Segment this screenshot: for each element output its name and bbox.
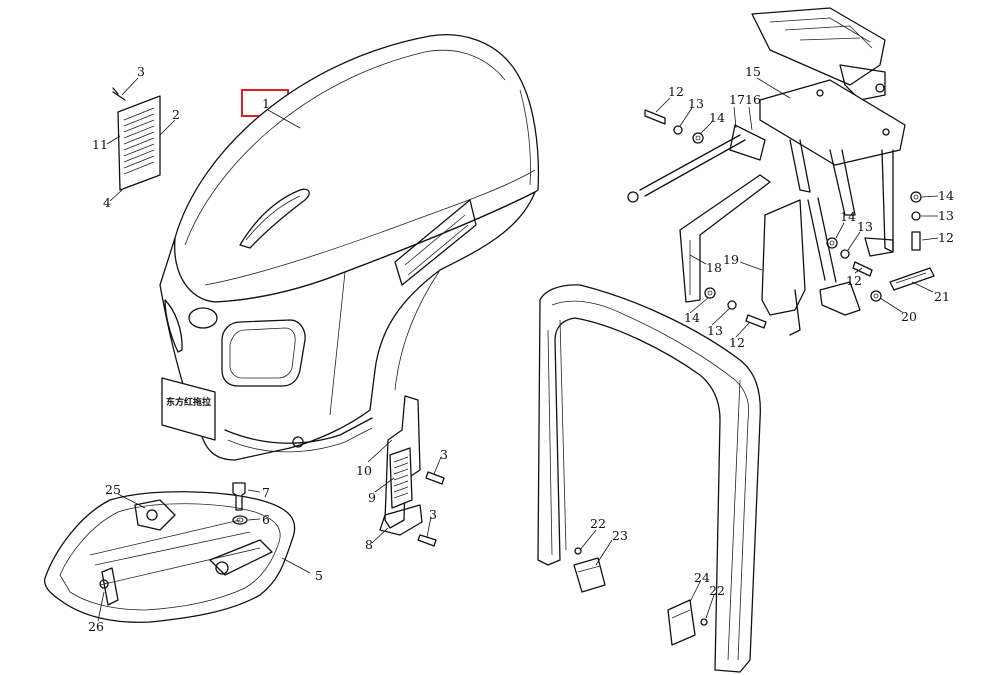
callout-3c: 3	[429, 507, 437, 522]
callout-12a: 12	[668, 84, 684, 99]
callout-16: 16	[745, 92, 761, 107]
callout-12b: 12	[938, 230, 954, 245]
callout-3b: 3	[440, 447, 448, 462]
callout-18: 18	[706, 260, 722, 275]
callout-8: 8	[365, 537, 373, 552]
callout-13c: 13	[857, 219, 873, 234]
callout-2: 2	[172, 107, 180, 122]
callout-7: 7	[262, 485, 270, 500]
callout-6: 6	[262, 512, 270, 527]
callout-21: 21	[934, 289, 950, 304]
hood-part[interactable]: 东方红拖拉	[159, 34, 540, 461]
callout-13b: 13	[938, 208, 954, 223]
callout-23: 23	[612, 528, 628, 543]
callout-12c: 12	[846, 273, 862, 288]
callout-17: 17	[729, 92, 745, 107]
callout-25: 25	[105, 482, 121, 497]
support-bracket-part[interactable]	[627, 7, 935, 336]
callout-3a: 3	[137, 64, 145, 79]
callout-20: 20	[901, 309, 917, 324]
vent-screen-part[interactable]	[112, 87, 161, 191]
floor-plate-part[interactable]	[43, 482, 296, 623]
callout-22a: 22	[590, 516, 606, 531]
callout-11: 11	[92, 137, 108, 152]
callout-14d: 14	[684, 310, 700, 325]
callout-14b: 14	[938, 188, 954, 203]
callout-19: 19	[723, 252, 739, 267]
callout-15: 15	[745, 64, 761, 79]
leader-lines	[97, 77, 939, 622]
door-frame-part[interactable]	[537, 284, 761, 673]
callout-14c: 14	[840, 209, 856, 224]
callout-10: 10	[356, 463, 372, 478]
side-bracket-part[interactable]	[379, 395, 445, 547]
callout-24: 24	[694, 570, 710, 585]
callout-4: 4	[103, 195, 111, 210]
callout-5: 5	[315, 568, 323, 583]
callout-13d: 13	[707, 323, 723, 338]
callout-12d: 12	[729, 335, 745, 350]
callout-13a: 13	[688, 96, 704, 111]
callout-1: 1	[262, 96, 270, 111]
callout-22b: 22	[709, 583, 725, 598]
callout-14a: 14	[709, 110, 725, 125]
callout-9: 9	[368, 490, 376, 505]
callout-26: 26	[88, 619, 104, 634]
plate-text: 东方红拖拉	[166, 396, 211, 408]
